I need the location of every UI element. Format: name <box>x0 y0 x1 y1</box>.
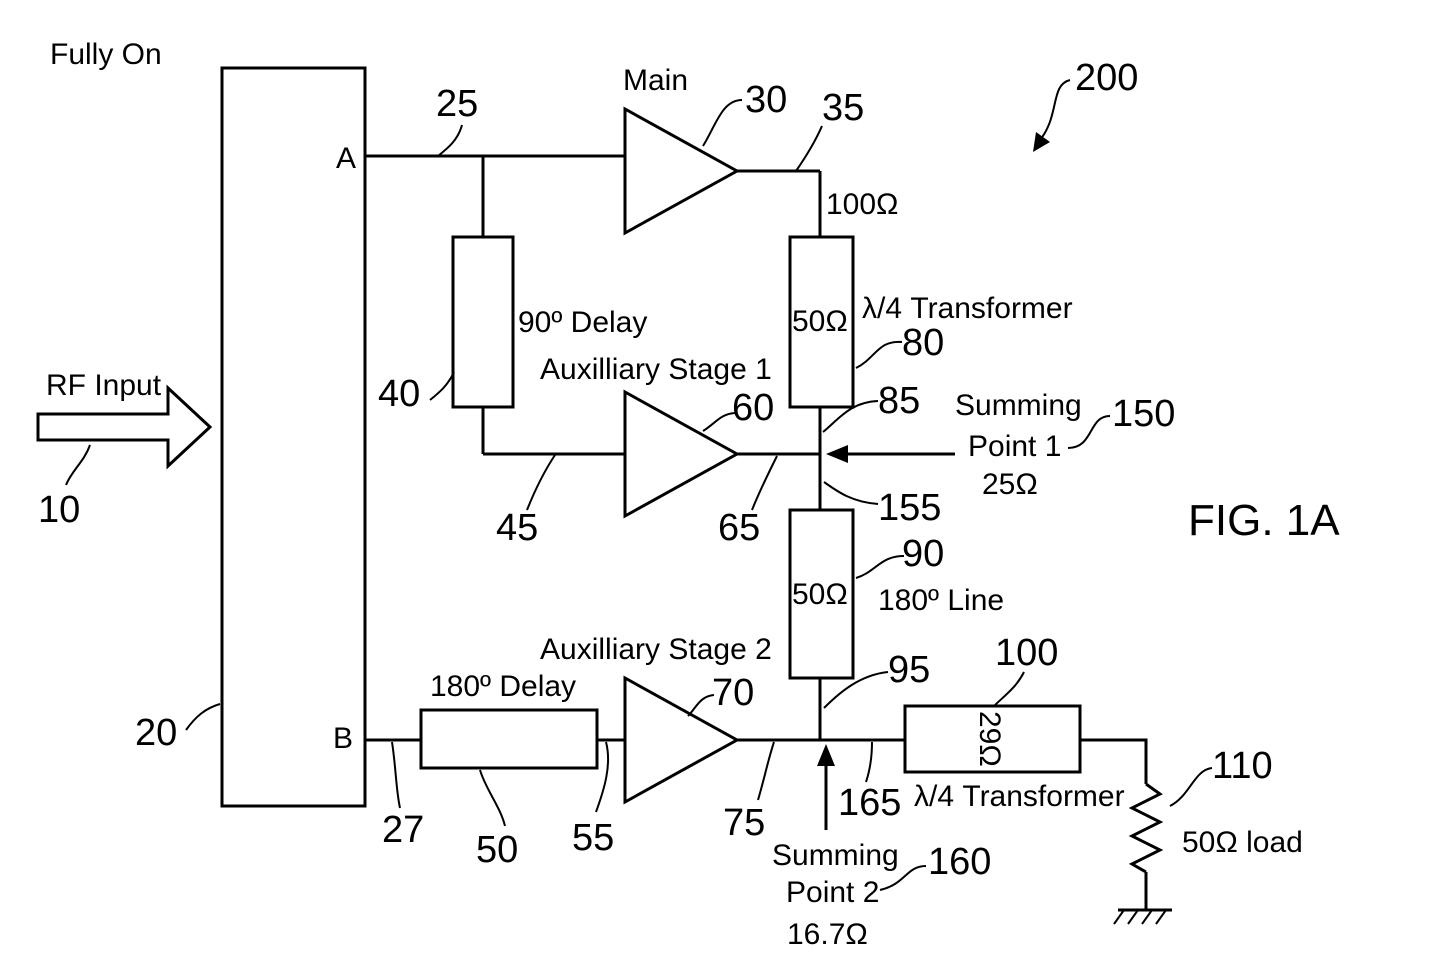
delay90-block <box>453 237 513 407</box>
line-165-leader <box>866 742 872 782</box>
ground-hatch-3 <box>1142 910 1152 924</box>
transformer1-leader <box>856 342 902 368</box>
delay180-ref: 50 <box>476 829 518 871</box>
line-35-leader <box>796 126 822 171</box>
splitter-port-a: A <box>336 142 356 175</box>
transformer2-ref: 100 <box>995 632 1058 674</box>
splitter-ref: 20 <box>135 712 177 754</box>
load-line <box>1080 740 1146 784</box>
figure-ref-arrowhead <box>1033 132 1050 152</box>
sum2-line2: Point 2 <box>786 876 879 909</box>
figure-caption: FIG. 1A <box>1188 496 1340 545</box>
transformer2-impedance: 29Ω <box>973 711 1006 767</box>
main-amp-label: Main <box>623 64 688 97</box>
line-27-ref: 27 <box>382 809 424 851</box>
load-label: 50Ω load <box>1182 826 1303 859</box>
figure-ref-number: 200 <box>1075 57 1138 99</box>
load-leader <box>1170 768 1212 806</box>
line-45-ref: 45 <box>496 507 538 549</box>
rf-input-ref: 10 <box>38 489 80 531</box>
delay180-leader <box>480 770 505 826</box>
line180-label: 180º Line <box>878 584 1004 617</box>
load-ref: 110 <box>1212 745 1273 787</box>
aux1-ref: 60 <box>732 387 774 429</box>
sum2-impedance: 16.7Ω <box>787 918 868 951</box>
ground-hatch-4 <box>1156 910 1166 924</box>
rf-input-label: RF Input <box>46 369 162 402</box>
sum1-impedance: 25Ω <box>982 468 1038 501</box>
aux2-ref: 70 <box>712 672 754 714</box>
line-155-leader <box>824 482 878 504</box>
line180-leader <box>856 556 904 578</box>
load-resistor <box>1132 784 1160 872</box>
transformer2-label: λ/4 Transformer <box>914 780 1125 813</box>
transformer2-leader <box>994 672 1024 706</box>
aux1-amp <box>625 392 737 516</box>
delay180-label: 180º Delay <box>430 670 576 703</box>
line-35-ref: 35 <box>822 87 864 129</box>
line-75-ref: 75 <box>723 802 765 844</box>
transformer1-impedance: 50Ω <box>792 305 848 338</box>
sum1-line1: Summing <box>955 389 1082 422</box>
transformer1-ref: 80 <box>902 322 944 364</box>
summing-point-2-arrowhead <box>817 744 835 766</box>
transformer1-label: λ/4 Transformer <box>862 292 1073 325</box>
splitter-block <box>222 68 365 806</box>
line180-impedance: 50Ω <box>792 578 848 611</box>
line-25-ref: 25 <box>436 83 478 125</box>
ground-hatch-1 <box>1114 910 1124 924</box>
figure-ref-arrow <box>1040 80 1070 140</box>
main-amp <box>625 109 737 233</box>
line-75-leader <box>758 742 774 800</box>
delay180-block <box>421 710 597 768</box>
line-45-leader <box>527 455 555 510</box>
sum1-line2: Point 1 <box>968 430 1061 463</box>
line-65-ref: 65 <box>718 507 760 549</box>
line-65-leader <box>752 456 777 510</box>
line-165-ref: 165 <box>838 782 901 824</box>
splitter-port-b: B <box>333 722 353 755</box>
mode-label: Fully On <box>50 38 162 71</box>
delay90-ref: 40 <box>378 373 420 415</box>
line-25-leader <box>438 125 462 156</box>
main-amp-ref: 30 <box>745 79 787 121</box>
aux2-leader <box>688 695 714 716</box>
delay90-leader <box>430 372 454 400</box>
main-amp-leader <box>703 100 742 146</box>
delay90-label: 90º Delay <box>518 306 647 339</box>
ground-hatch-2 <box>1128 910 1138 924</box>
line180-ref: 90 <box>902 533 944 575</box>
rf-input-leader <box>66 445 90 485</box>
aux1-leader <box>703 413 735 431</box>
summing-point-1-arrowhead <box>826 445 848 463</box>
aux1-label: Auxilliary Stage 1 <box>540 353 772 386</box>
main-amp-out-impedance: 100Ω <box>826 188 898 221</box>
sum1-ref: 150 <box>1112 393 1175 435</box>
line-27-leader <box>392 742 400 808</box>
sum2-line1: Summing <box>772 839 899 872</box>
line-85-ref: 85 <box>878 380 920 422</box>
aux2-label: Auxilliary Stage 2 <box>540 633 772 666</box>
line-155-ref: 155 <box>878 487 941 529</box>
sum2-ref: 160 <box>928 841 991 883</box>
line-95-ref: 95 <box>888 649 930 691</box>
line-55-ref: 55 <box>572 817 614 859</box>
splitter-ref-leader <box>186 704 220 730</box>
